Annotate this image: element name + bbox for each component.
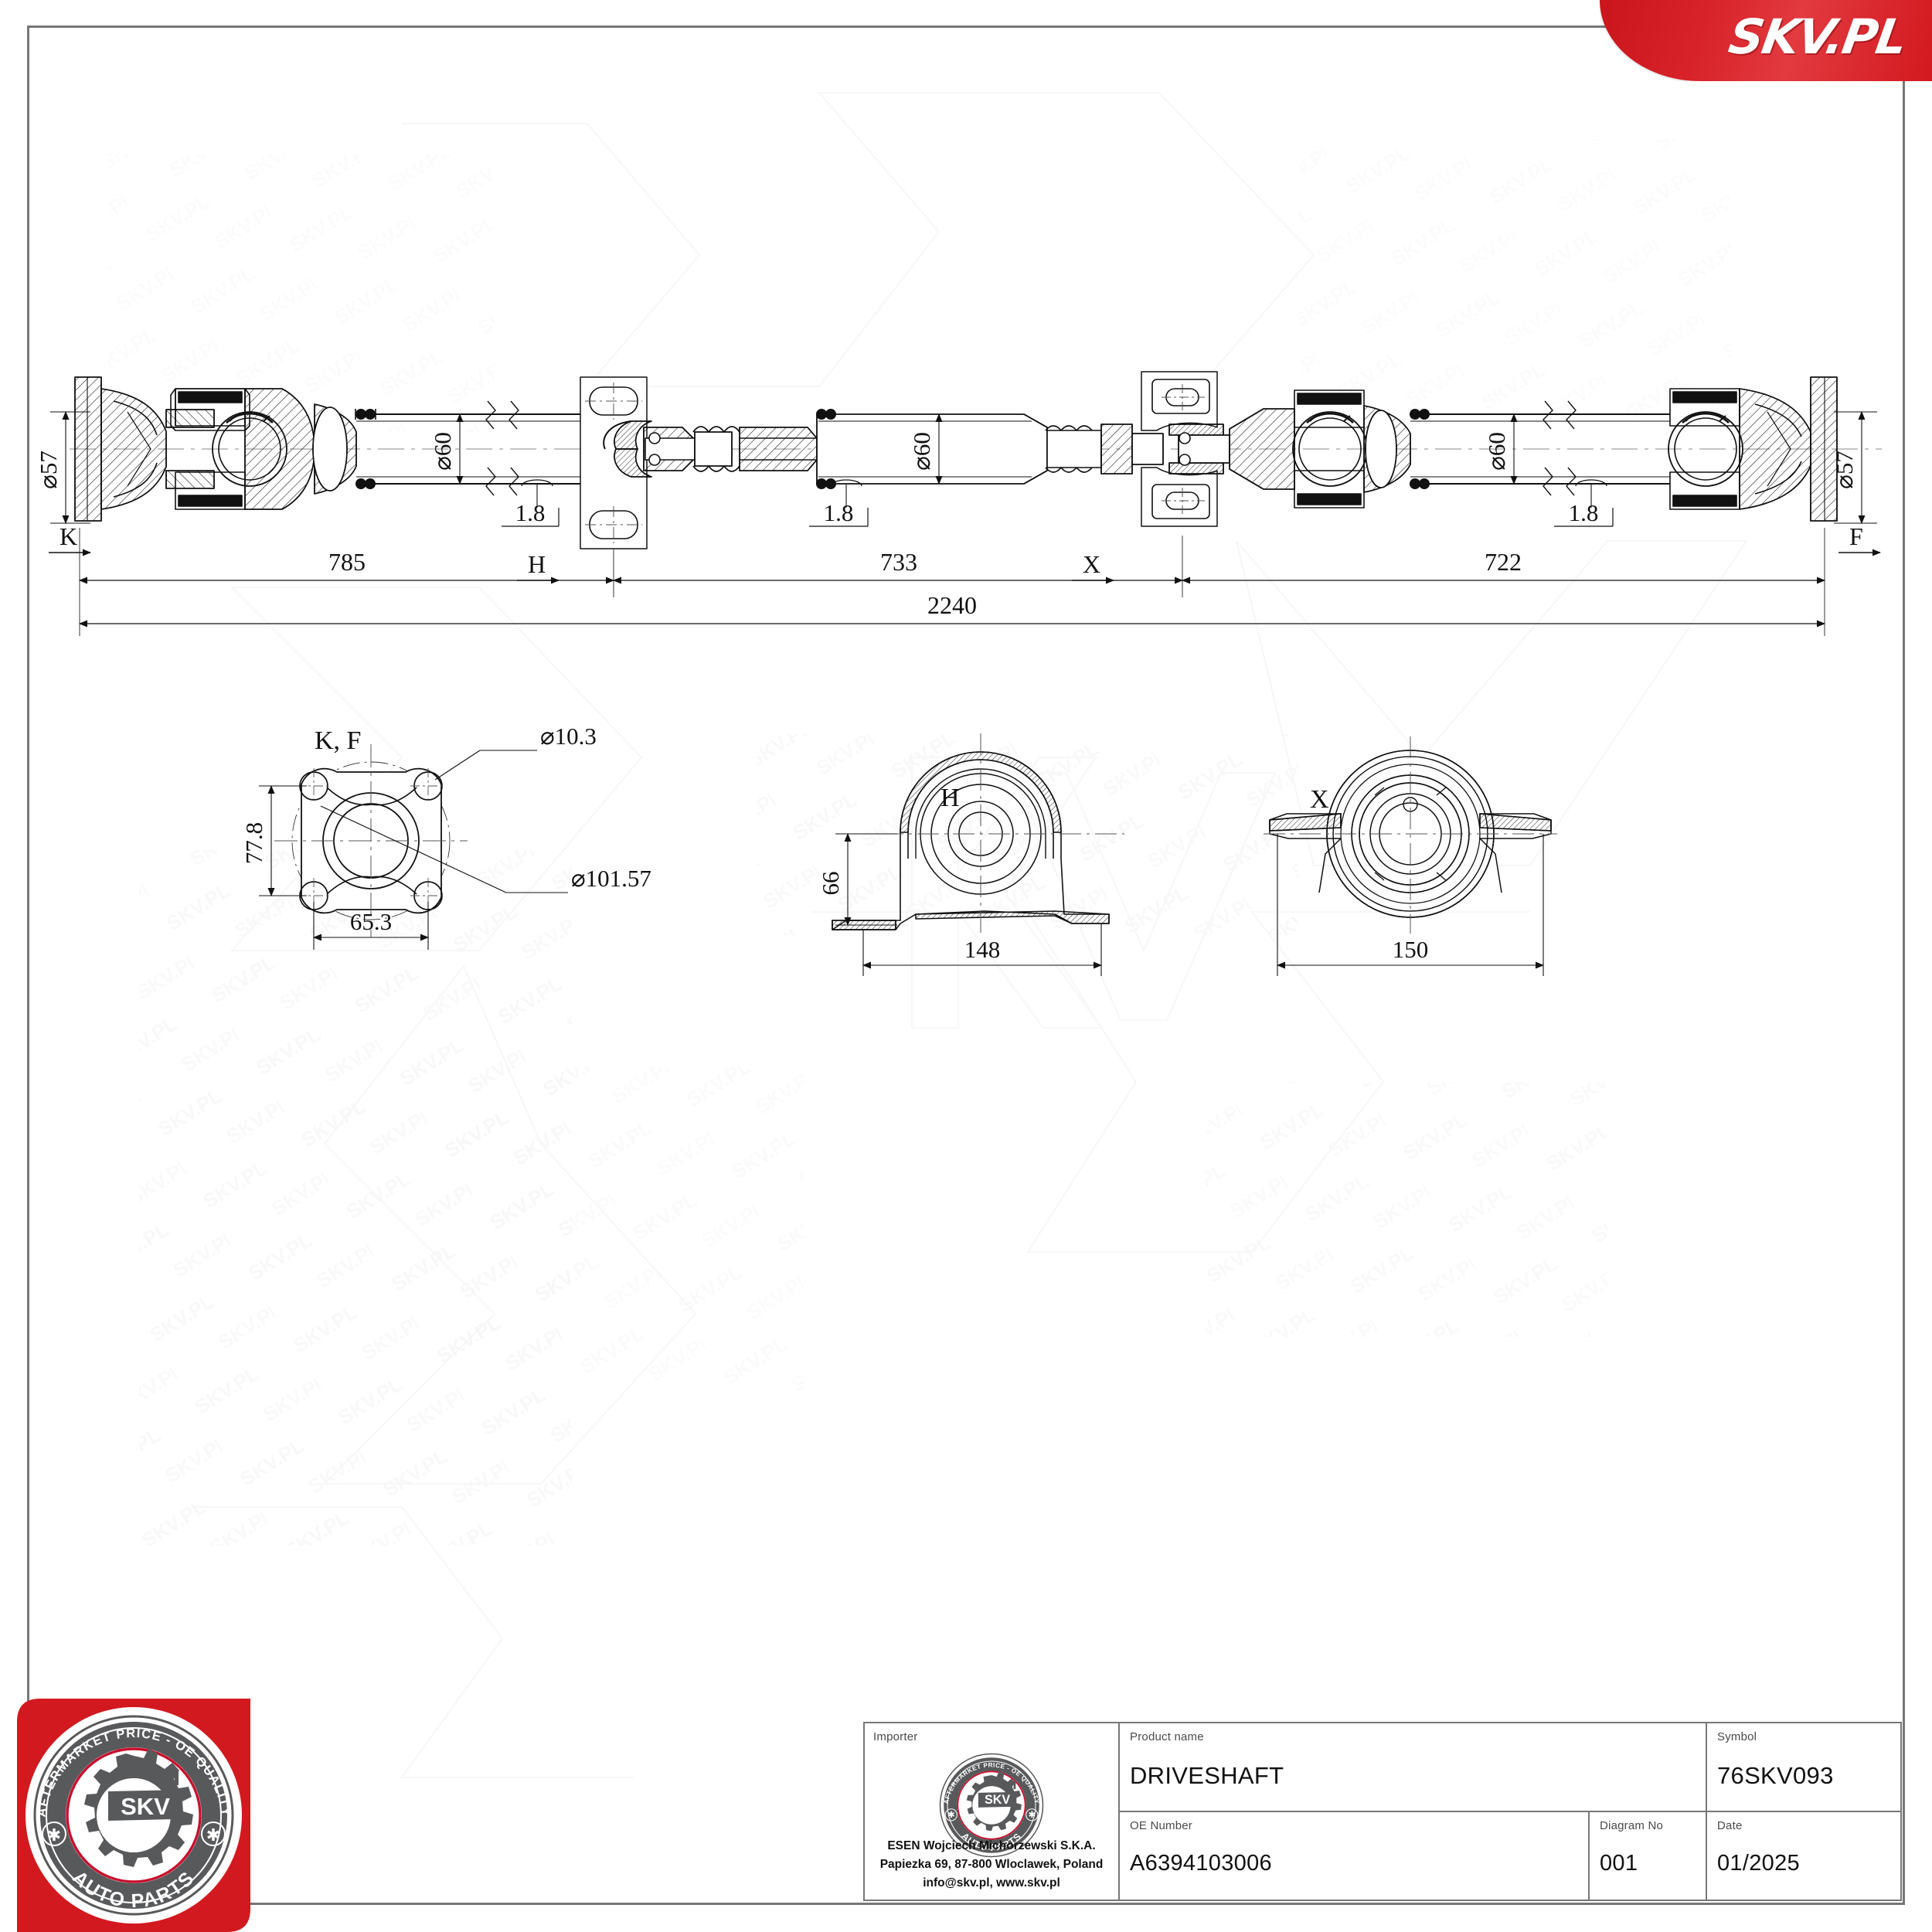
detail-KF-dim-bolt-circle: ⌀101.57 (571, 865, 651, 892)
dimension-extension-lines (79, 528, 1825, 636)
diameter-60-label-2: ⌀60 (908, 432, 935, 471)
dimension-2240-label: 2240 (927, 591, 977, 619)
wall-thickness-label-1: 1.8 (515, 499, 546, 526)
date-cell: Date 01/2025 (1707, 1812, 1900, 1900)
detail-H-label: H (940, 784, 960, 812)
title-block-fields: Product name DRIVESHAFT Symbol 76SKV093 … (1120, 1723, 1900, 1900)
tube-section-right (1410, 400, 1670, 496)
detail-X-label: X (1310, 785, 1329, 814)
brand-wordmark: SKV.PL (1725, 9, 1910, 65)
diagram-no-label: Diagram No (1600, 1819, 1664, 1832)
diagram-no-cell: Diagram No 001 (1590, 1812, 1707, 1900)
wall-thickness-label-2: 1.8 (824, 499, 854, 526)
importer-address: Papiezka 69, 87-800 Wloclawek, Poland (879, 1857, 1104, 1871)
brand-banner: SKV.PL (1600, 0, 1932, 81)
driveshaft-technical-drawing: ⌀60 1.8 (35, 371, 1882, 976)
importer-contact: info@skv.pl, www.skv.pl (923, 1876, 1060, 1889)
section-marker-X-label: X (1083, 550, 1100, 578)
detail-KF-dim-bolt-hole: ⌀10.3 (540, 723, 597, 750)
symbol-value: 76SKV093 (1717, 1762, 1834, 1789)
quality-stamp-badge: SKV AFTERMARKET PRICE - OE QUALITY AUTO … (17, 1699, 250, 1932)
detail-KF-dim-77-8: 77.8 (240, 822, 267, 864)
tube-section-middle (816, 409, 1164, 489)
svg-text:✱: ✱ (1028, 1809, 1036, 1820)
wall-1-8-right (1554, 479, 1614, 527)
diagram-no-value: 001 (1600, 1851, 1638, 1876)
diameter-57-label-right: ⌀57 (1831, 451, 1858, 489)
date-value: 01/2025 (1717, 1851, 1800, 1876)
section-marker-H-label: H (528, 550, 546, 578)
detail-KF-label: K, F (315, 726, 361, 755)
importer-address-block: ESEN Wojciech Michorzewski S.K.A. Papiez… (865, 1837, 1118, 1893)
detail-view-KF (259, 744, 568, 950)
oe-number-value: A6394103006 (1130, 1851, 1272, 1876)
detail-KF-dim-65-3: 65.3 (350, 908, 392, 935)
quality-stamp-center-text: SKV (121, 1793, 170, 1820)
title-block-row-1: Product name DRIVESHAFT Symbol 76SKV093 (1120, 1723, 1900, 1812)
product-name-label: Product name (1130, 1730, 1204, 1743)
symbol-label: Symbol (1717, 1730, 1757, 1743)
date-label: Date (1717, 1819, 1743, 1832)
product-name-value: DRIVESHAFT (1130, 1762, 1284, 1789)
wall-1-8-left (502, 479, 560, 527)
brand-banner-shape (1600, 0, 1932, 81)
section-marker-F-label: F (1849, 522, 1863, 550)
title-block: Importer SKV A (863, 1722, 1902, 1901)
diameter-57-label-left: ⌀57 (35, 451, 62, 489)
diameter-57-left-dim (50, 411, 90, 524)
centre-bearing-X (1141, 371, 1295, 527)
stamp-asterisk-right-icon: ✱ (206, 1826, 220, 1845)
oe-number-cell: OE Number A6394103006 (1120, 1812, 1590, 1900)
detail-H-dim-66: 66 (817, 872, 844, 896)
diameter-60-label-1: ⌀60 (429, 432, 456, 471)
skv-logo-icon: SKV AFTERMARKET PRICE - OE QUALITY AUTO … (935, 1749, 1048, 1862)
section-marker-K-label: K (60, 522, 77, 550)
svg-text:✱: ✱ (947, 1809, 955, 1820)
title-block-importer-cell: Importer SKV A (865, 1723, 1120, 1900)
detail-H-dim-148: 148 (964, 936, 1001, 963)
skv-logo-text: SKV (985, 1793, 1010, 1807)
tube-section-left (355, 400, 614, 496)
left-universal-joint (170, 388, 357, 510)
dimension-733-label: 733 (880, 548, 917, 576)
diameter-60-label-3: ⌀60 (1483, 432, 1510, 471)
dimension-785-label: 785 (328, 548, 366, 576)
dimension-722-label: 722 (1485, 548, 1522, 576)
oe-number-label: OE Number (1130, 1819, 1192, 1832)
symbol-cell: Symbol 76SKV093 (1707, 1723, 1900, 1811)
wall-1-8-mid (809, 479, 869, 527)
right-flange-yoke (1668, 376, 1838, 522)
diameter-57-right-dim (1834, 411, 1877, 524)
detail-X-dim-150: 150 (1393, 936, 1429, 963)
centre-bearing-H (580, 376, 818, 549)
stamp-asterisk-left-icon: ✱ (47, 1826, 61, 1845)
importer-label: Importer (873, 1730, 918, 1743)
wall-thickness-label-3: 1.8 (1569, 499, 1599, 526)
importer-name: ESEN Wojciech Michorzewski S.K.A. (887, 1838, 1096, 1852)
title-block-row-2: OE Number A6394103006 Diagram No 001 Dat… (1120, 1812, 1900, 1900)
product-name-cell: Product name DRIVESHAFT (1120, 1723, 1707, 1811)
